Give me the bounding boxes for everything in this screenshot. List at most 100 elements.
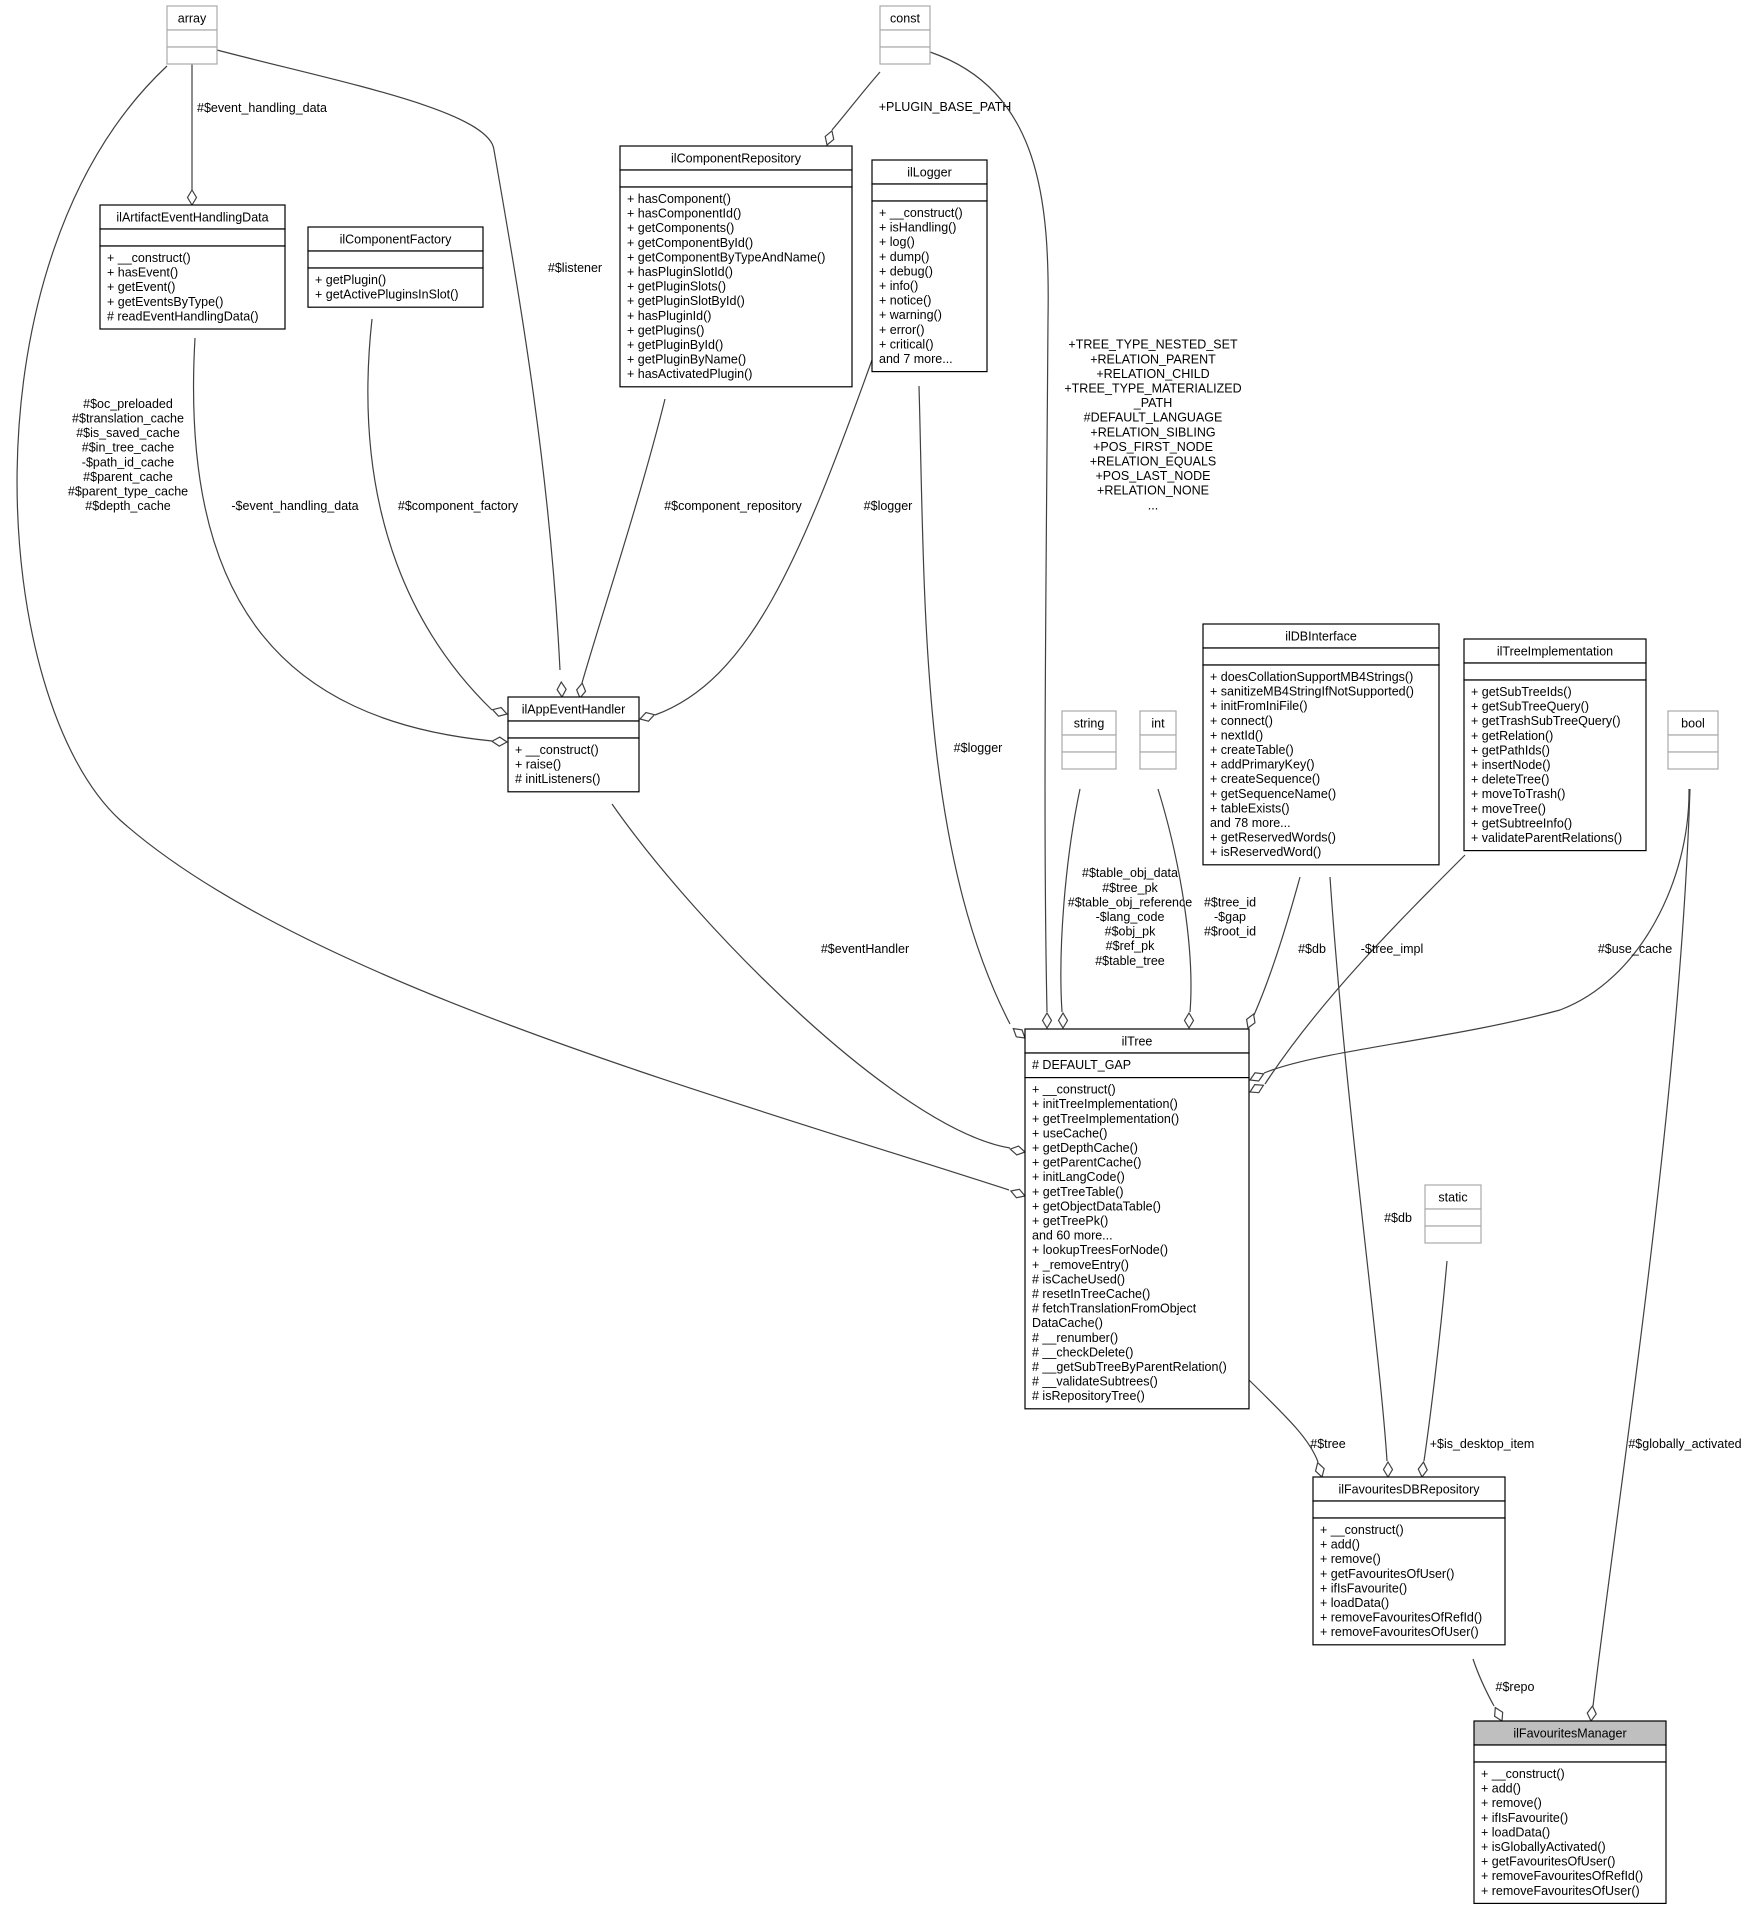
- class-name: array: [178, 12, 207, 26]
- edge-line: [1472, 1658, 1495, 1707]
- edge-label: #$obj_pk: [1105, 925, 1156, 939]
- class-member: + getPathIds(): [1471, 743, 1550, 757]
- aggregation-diamond: [1314, 1461, 1325, 1479]
- attributes-section: [166, 29, 218, 48]
- edge-string-tree: #$table_obj_data#$tree_pk#$table_obj_ref…: [1057, 788, 1192, 1030]
- class-member: + warning(): [879, 308, 942, 322]
- class-member: # initListeners(): [515, 772, 600, 786]
- edge-logger-appevent: #$logger: [638, 359, 912, 722]
- class-il-component-factory[interactable]: ilComponentFactory+ getPlugin()+ getActi…: [307, 226, 484, 308]
- class-member: + debug(): [879, 264, 933, 278]
- edge-label: #$eventHandler: [821, 942, 909, 956]
- edge-label: +POS_LAST_NODE: [1096, 469, 1211, 483]
- methods-section: [1312, 1517, 1506, 1646]
- class-member: + __construct(): [1481, 1767, 1565, 1781]
- methods-section: [1424, 1225, 1482, 1244]
- edge-line: [1060, 788, 1081, 1013]
- class-header: [1424, 1184, 1482, 1210]
- class-name: ilLogger: [907, 166, 951, 180]
- class-il-favourites-dbrepository[interactable]: ilFavouritesDBRepository+ __construct()+…: [1312, 1476, 1506, 1646]
- class-header: [307, 226, 484, 252]
- class-il-tree[interactable]: ilTree# DEFAULT_GAP+ __construct()+ init…: [1024, 1028, 1250, 1410]
- edge-const-tree: +TREE_TYPE_NESTED_SET+RELATION_PARENT+RE…: [929, 51, 1242, 1030]
- class-member: + hasActivatedPlugin(): [627, 367, 752, 381]
- edge-label: +RELATION_EQUALS: [1090, 455, 1217, 469]
- class-member: + getSubTreeIds(): [1471, 685, 1572, 699]
- class-member: + getFavouritesOfUser(): [1481, 1855, 1615, 1869]
- edge-label: #$table_obj_data: [1082, 866, 1178, 880]
- class-member: + getPluginById(): [627, 338, 723, 352]
- class-header: [507, 696, 640, 722]
- class-static[interactable]: static: [1424, 1184, 1482, 1244]
- edge-line: [581, 398, 666, 684]
- class-il-tree-implementation[interactable]: ilTreeImplementation+ getSubTreeIds()+ g…: [1463, 638, 1647, 852]
- class-member: + tableExists(): [1210, 801, 1290, 815]
- aggregation-diamond: [1057, 1011, 1069, 1030]
- class-member: + getPluginSlotById(): [627, 294, 745, 308]
- edge-label: #$oc_preloaded: [83, 397, 173, 411]
- class-il-logger[interactable]: ilLogger+ __construct()+ isHandling()+ l…: [871, 159, 988, 373]
- class-member: + removeFavouritesOfRefId(): [1320, 1611, 1482, 1625]
- class-member: + loadData(): [1481, 1825, 1550, 1839]
- edge-label: #$in_tree_cache: [82, 441, 174, 455]
- edge-compfactory-appevent: #$component_factory: [367, 318, 519, 717]
- edge-line: [1263, 788, 1690, 1074]
- class-member: + doesCollationSupportMB4Strings(): [1210, 670, 1413, 684]
- edge-label: #$component_factory: [398, 499, 519, 513]
- edge-label: #$translation_cache: [72, 412, 184, 426]
- class-member: + createTable(): [1210, 743, 1294, 757]
- class-il-favourites-manager[interactable]: ilFavouritesManager+ __construct()+ add(…: [1473, 1720, 1667, 1904]
- class-member: + __construct(): [107, 251, 191, 265]
- class-il-dbinterface[interactable]: ilDBInterface+ doesCollationSupportMB4St…: [1202, 623, 1440, 866]
- edge-label: +$is_desktop_item: [1430, 1437, 1535, 1451]
- class-header: [1667, 710, 1719, 736]
- edge-line: [1253, 876, 1301, 1016]
- class-name: ilAppEventHandler: [522, 703, 626, 717]
- class-header: [1202, 623, 1440, 649]
- class-member: + getPlugins(): [627, 323, 704, 337]
- methods-section: [619, 186, 853, 388]
- class-bool[interactable]: bool: [1667, 710, 1719, 770]
- edge-label: #$globally_activated: [1628, 1437, 1741, 1451]
- methods-section: [871, 200, 988, 373]
- attributes-section: [619, 169, 853, 188]
- aggregation-diamond: [1248, 1083, 1265, 1094]
- class-member: + isHandling(): [879, 221, 956, 235]
- aggregation-diamond: [638, 711, 656, 722]
- class-name: ilComponentRepository: [671, 152, 802, 166]
- class-il-app-event-handler[interactable]: ilAppEventHandler+ __construct()+ raise(…: [507, 696, 640, 793]
- class-member: + remove(): [1481, 1796, 1542, 1810]
- class-name: ilFavouritesManager: [1513, 1727, 1626, 1741]
- class-member: + initFromIniFile(): [1210, 699, 1308, 713]
- class-member: + log(): [879, 235, 915, 249]
- edge-logger-tree: #$logger: [918, 385, 1026, 1039]
- class-array[interactable]: array: [166, 5, 218, 65]
- class-member: + getEvent(): [107, 280, 175, 294]
- aggregation-diamond: [490, 736, 509, 747]
- class-member: + nextId(): [1210, 728, 1263, 742]
- edge-favdb-favmgr: #$repo: [1472, 1658, 1535, 1723]
- attributes-section: [871, 183, 988, 202]
- edge-label: ...: [1148, 498, 1158, 512]
- aggregation-diamond: [1009, 1188, 1027, 1199]
- class-member: + getComponents(): [627, 221, 734, 235]
- class-member: + loadData(): [1320, 1596, 1389, 1610]
- edge-line: [1248, 1379, 1319, 1463]
- class-member: + __construct(): [515, 743, 599, 757]
- class-il-component-repository[interactable]: ilComponentRepository+ hasComponent()+ h…: [619, 145, 853, 388]
- class-member: and 7 more...: [879, 352, 953, 366]
- class-name: ilArtifactEventHandlingData: [116, 211, 268, 225]
- class-const[interactable]: const: [879, 5, 931, 65]
- class-int[interactable]: int: [1139, 710, 1177, 770]
- class-il-artifact-event-handling-data[interactable]: ilArtifactEventHandlingData + __construct…: [99, 204, 286, 330]
- edge-label: #$ref_pk: [1106, 939, 1155, 953]
- attributes-section: [1139, 734, 1177, 753]
- class-member: and 60 more...: [1032, 1229, 1113, 1243]
- edge-line: [929, 51, 1049, 1013]
- class-member: # __validateSubtrees(): [1032, 1375, 1158, 1389]
- class-member: + hasComponentId(): [627, 207, 741, 221]
- edge-line: [654, 359, 873, 716]
- class-string[interactable]: string: [1061, 710, 1117, 770]
- class-member: + getActivePluginsInSlot(): [315, 288, 458, 302]
- edge-artifact-appevent: -$event_handling_data: [192, 337, 509, 747]
